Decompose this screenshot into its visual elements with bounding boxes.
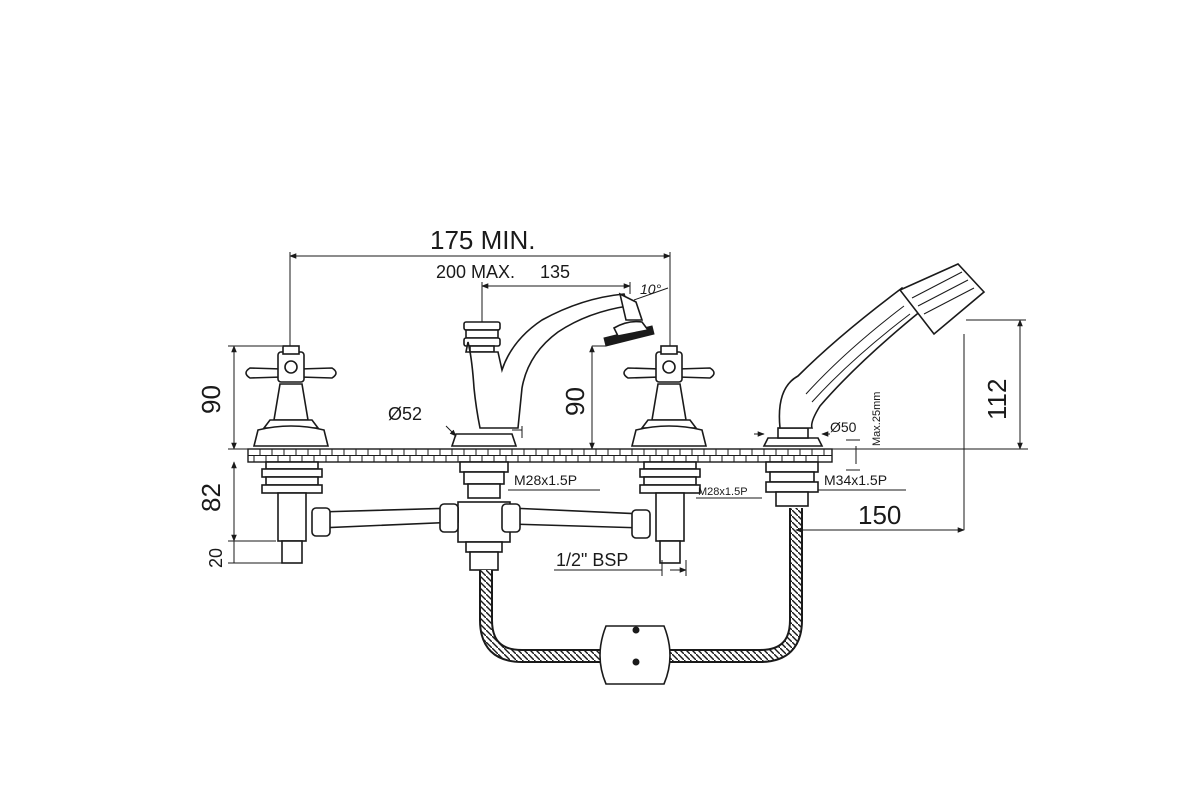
label-82: 82 [196, 483, 226, 512]
right-cross-handle-valve [623, 345, 715, 564]
label-d50: Ø50 [830, 419, 857, 435]
label-d52: Ø52 [388, 404, 422, 424]
label-200-max: 200 MAX. [436, 262, 515, 282]
connecting-pipes [311, 503, 651, 539]
hand-shower [762, 263, 986, 507]
label-90-spout: 90 [560, 387, 590, 416]
label-m28-right: M28x1.5P [698, 486, 748, 498]
label-112: 112 [982, 379, 1012, 420]
label-175-min: 175 MIN. [430, 225, 536, 255]
label-150: 150 [858, 500, 901, 530]
deck-plate [228, 448, 1028, 463]
label-max-25mm: Max.25mm [871, 392, 883, 446]
label-20: 20 [206, 548, 226, 568]
label-m34: M34x1.5P [824, 472, 887, 488]
dimension-labels: 175 MIN. 200 MAX. 135 10° 90 90 Ø52 82 2… [196, 225, 1012, 570]
dimension-lines [228, 252, 1026, 576]
label-half-inch-bsp: 1/2" BSP [556, 550, 628, 570]
label-90-left: 90 [196, 385, 226, 414]
label-m28-centre: M28x1.5P [514, 472, 577, 488]
left-cross-handle-valve [245, 345, 337, 564]
flexible-hose [479, 508, 803, 685]
label-135: 135 [540, 262, 570, 282]
centre-spout [450, 292, 655, 571]
label-10-deg: 10° [640, 281, 662, 297]
